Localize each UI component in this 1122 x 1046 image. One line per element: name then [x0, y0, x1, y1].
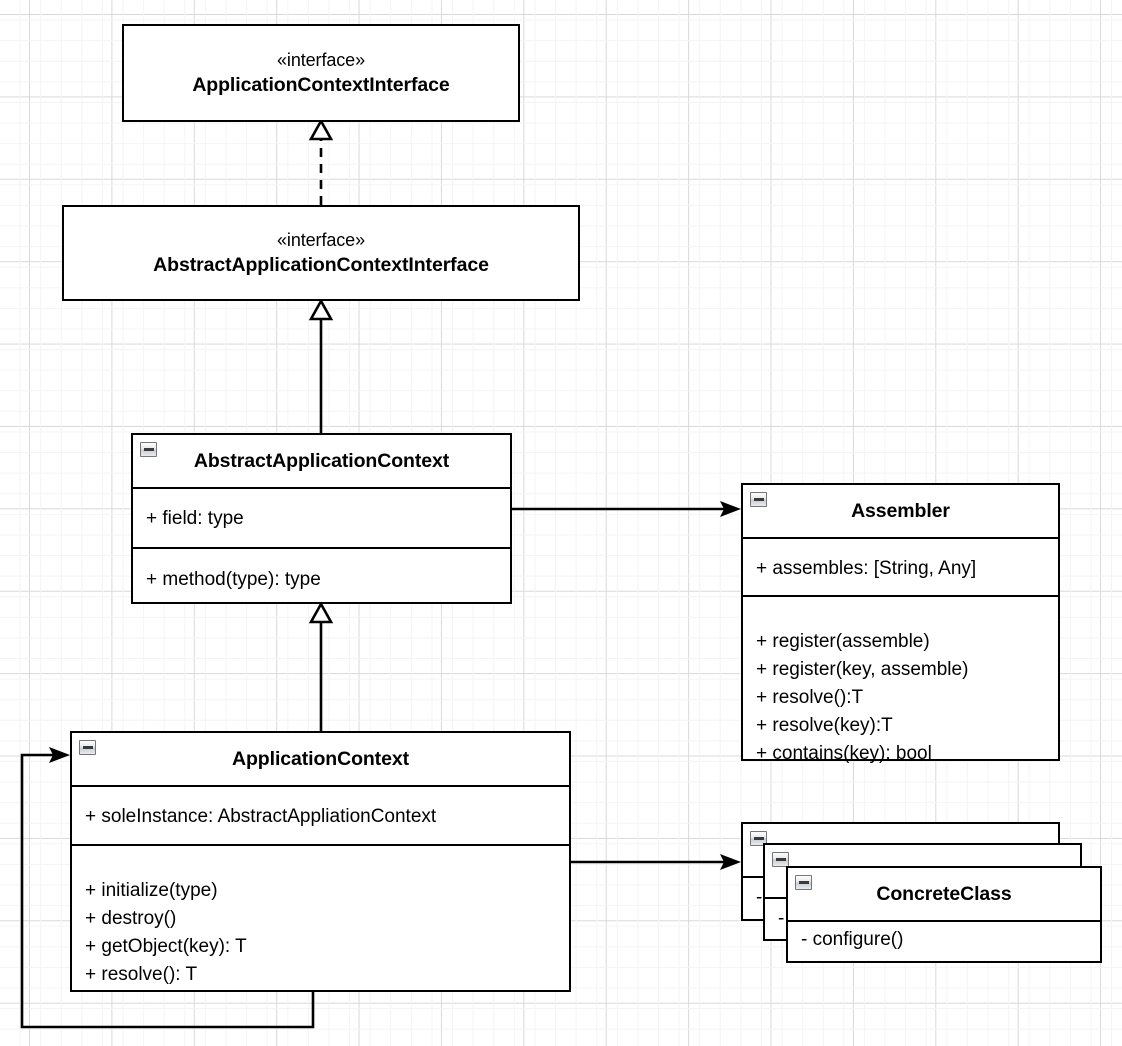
- attributes-compartment: + assembles: [String, Any]: [743, 537, 1058, 595]
- class-name-label: Assembler: [851, 499, 950, 522]
- method-row: + resolve(): T: [85, 963, 198, 985]
- attribute-row: + assembles: [String, Any]: [756, 558, 977, 579]
- method-row: + getObject(key): T: [85, 935, 247, 957]
- method-row: + resolve():T: [756, 686, 864, 708]
- method-row: + resolve(key):T: [756, 714, 893, 736]
- class-application-context[interactable]: ApplicationContext + soleInstance: Abstr…: [70, 731, 571, 992]
- class-header: ConcreteClass: [788, 868, 1100, 920]
- class-header: [743, 824, 1058, 876]
- minus-icon[interactable]: [772, 852, 789, 867]
- methods-compartment: + initialize(type) + destroy() + getObje…: [72, 844, 569, 994]
- class-name-label: ApplicationContext: [232, 747, 409, 770]
- attributes-compartment: + soleInstance: AbstractAppliationContex…: [72, 785, 569, 844]
- minus-icon[interactable]: [750, 831, 767, 846]
- minus-icon[interactable]: [140, 442, 157, 457]
- minus-icon[interactable]: [795, 875, 812, 890]
- minus-icon[interactable]: [79, 740, 96, 755]
- class-header: AbstractApplicationContext: [133, 435, 510, 487]
- class-header: «interface» ApplicationContextInterface: [124, 26, 518, 120]
- class-application-context-interface[interactable]: «interface» ApplicationContextInterface: [122, 24, 520, 122]
- methods-compartment: + register(assemble) + register(key, ass…: [743, 595, 1058, 764]
- attributes-compartment: + field: type: [133, 487, 510, 547]
- class-abstract-application-context-interface[interactable]: «interface» AbstractApplicationContextIn…: [62, 205, 580, 301]
- methods-compartment: + method(type): type: [133, 547, 510, 603]
- class-header: [765, 845, 1080, 897]
- class-header: Assembler: [743, 485, 1058, 537]
- stereotype-label: «interface»: [277, 50, 365, 71]
- class-header: «interface» AbstractApplicationContextIn…: [64, 207, 578, 299]
- methods-compartment: - configure(): [788, 920, 1100, 963]
- class-name-label: ConcreteClass: [876, 882, 1012, 905]
- stereotype-label: «interface»: [277, 230, 365, 251]
- method-row: - configure(): [801, 929, 904, 950]
- method-row: + initialize(type): [85, 880, 218, 901]
- class-concrete-class-front[interactable]: ConcreteClass - configure(): [786, 866, 1102, 963]
- method-row: + destroy(): [85, 907, 177, 929]
- class-name-label: ApplicationContextInterface: [192, 73, 450, 96]
- class-header: ApplicationContext: [72, 733, 569, 785]
- class-name-label: AbstractApplicationContextInterface: [153, 253, 489, 276]
- class-abstract-application-context[interactable]: AbstractApplicationContext + field: type…: [131, 433, 512, 604]
- method-row: + method(type): type: [146, 569, 321, 590]
- attribute-row: + field: type: [146, 508, 244, 529]
- method-row: + contains(key): bool: [756, 742, 932, 764]
- attribute-row: + soleInstance: AbstractAppliationContex…: [85, 806, 437, 827]
- method-row: + register(key, assemble): [756, 658, 969, 680]
- minus-icon[interactable]: [750, 492, 767, 507]
- class-assembler[interactable]: Assembler + assembles: [String, Any] + r…: [741, 483, 1060, 764]
- class-name-label: AbstractApplicationContext: [193, 449, 450, 472]
- method-row: + register(assemble): [756, 631, 930, 652]
